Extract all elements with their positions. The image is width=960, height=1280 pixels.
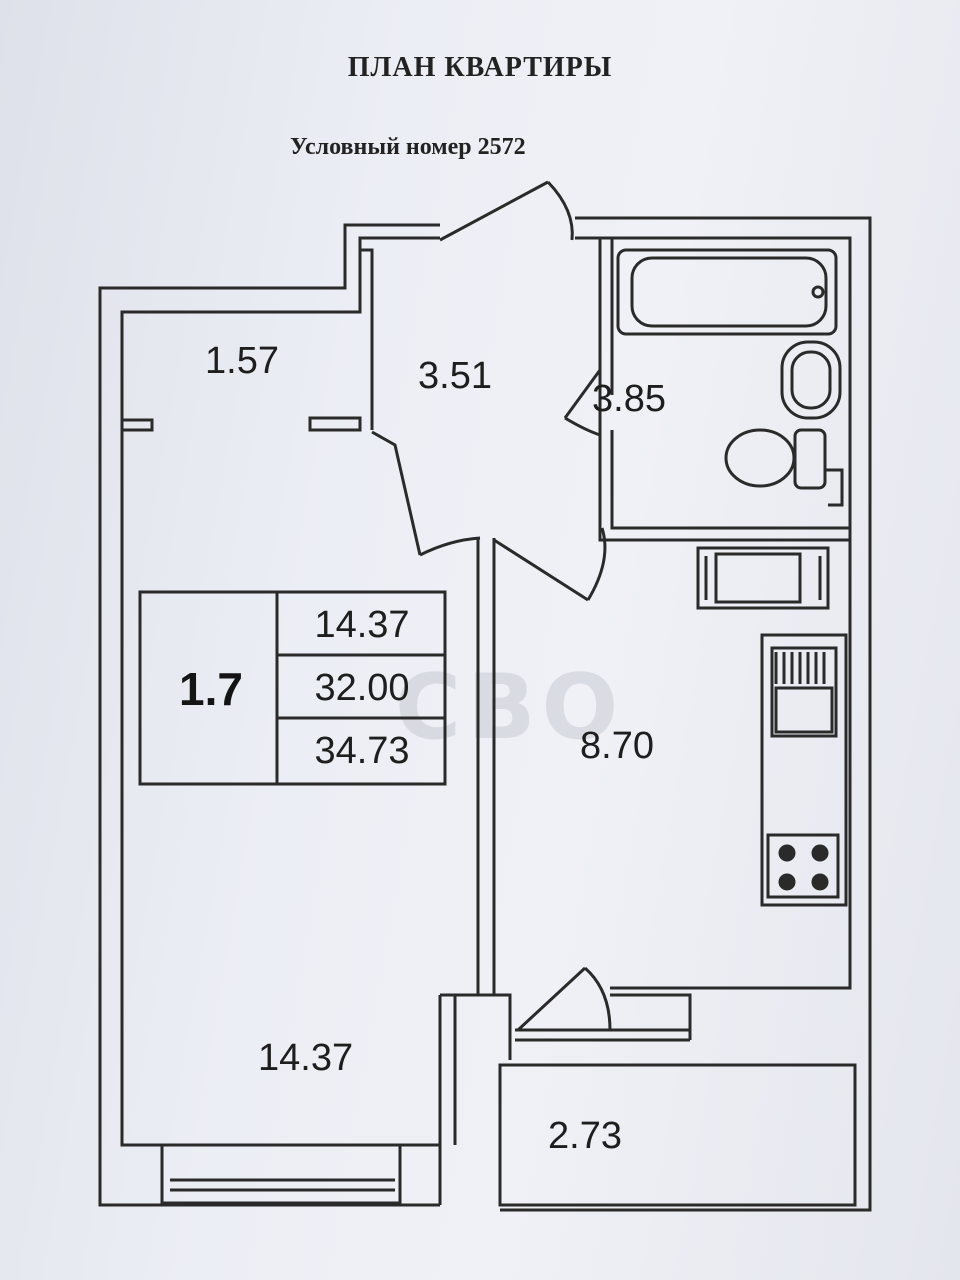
bathroom-wall-inner [610, 238, 850, 530]
bathroom-door-leaf [563, 369, 602, 419]
toilet-tank [793, 428, 827, 490]
bathtub [616, 248, 838, 336]
kitchen-door-leaf [493, 538, 589, 602]
living-window [160, 1143, 402, 1205]
fridge [696, 546, 830, 610]
bathroom-sink-inner [790, 350, 832, 410]
room-area-balcony: 2.73 [548, 1115, 622, 1157]
fridge-inner [714, 552, 802, 604]
burner-4 [811, 873, 829, 891]
total-area-value: 32.00 [314, 666, 410, 709]
wardrobe-partition [308, 416, 362, 432]
kitchen-sink-inner [774, 686, 834, 734]
entrance-door-leaf [439, 180, 549, 242]
bathroom-sink [780, 340, 842, 420]
room-area-wardrobe: 1.57 [205, 340, 279, 382]
area-with-balcony-value: 34.73 [314, 729, 410, 772]
room-area-living: 14.37 [258, 1037, 354, 1079]
burner-1 [778, 844, 796, 862]
hallway-wall-left [360, 248, 374, 430]
toilet-detail [825, 468, 844, 507]
right-inner-wall [575, 236, 852, 990]
kitchen-door-arc [586, 527, 607, 601]
room-area-kitchen: 8.70 [580, 725, 654, 767]
living-area-value: 14.37 [314, 603, 410, 646]
page-title: ПЛАН КВАРТИРЫ [347, 52, 613, 83]
living-window-sill [170, 1178, 395, 1192]
bathtub-drain [811, 285, 825, 299]
balcony-sill [515, 1028, 690, 1042]
balcony-wall [440, 993, 692, 1060]
balcony-door-leaf [516, 966, 587, 1032]
hall-door-left [371, 430, 422, 556]
kitchen-sink-grid [774, 652, 826, 684]
balcony [498, 1063, 857, 1207]
wardrobe-stub [122, 418, 154, 432]
room-area-hallway: 3.51 [418, 355, 492, 397]
outer-wall [98, 223, 440, 1207]
room-area-bathroom: 3.85 [592, 378, 666, 420]
kitchen-counter [760, 633, 848, 907]
entrance-door-arc [546, 180, 574, 241]
watermark-text: СВО [395, 655, 625, 760]
fridge-lines [704, 556, 822, 600]
burner-3 [778, 873, 796, 891]
hall-door-arc-left [419, 536, 481, 557]
apartment-code: 1.7 [179, 663, 243, 715]
info-box [138, 590, 447, 786]
unit-number-caption: Условный номер 2572 [290, 134, 526, 160]
info-box-cell-lines [277, 653, 445, 720]
balcony-door-arc [584, 966, 612, 1031]
burner-2 [811, 844, 829, 862]
right-outer-wall [500, 216, 872, 1212]
toilet-bowl [724, 428, 796, 488]
kitchen-sink [770, 646, 838, 738]
bathroom-door-arc [564, 416, 601, 437]
bathroom-wall [598, 238, 850, 542]
stove [766, 833, 840, 899]
bathtub-inner [630, 256, 828, 328]
